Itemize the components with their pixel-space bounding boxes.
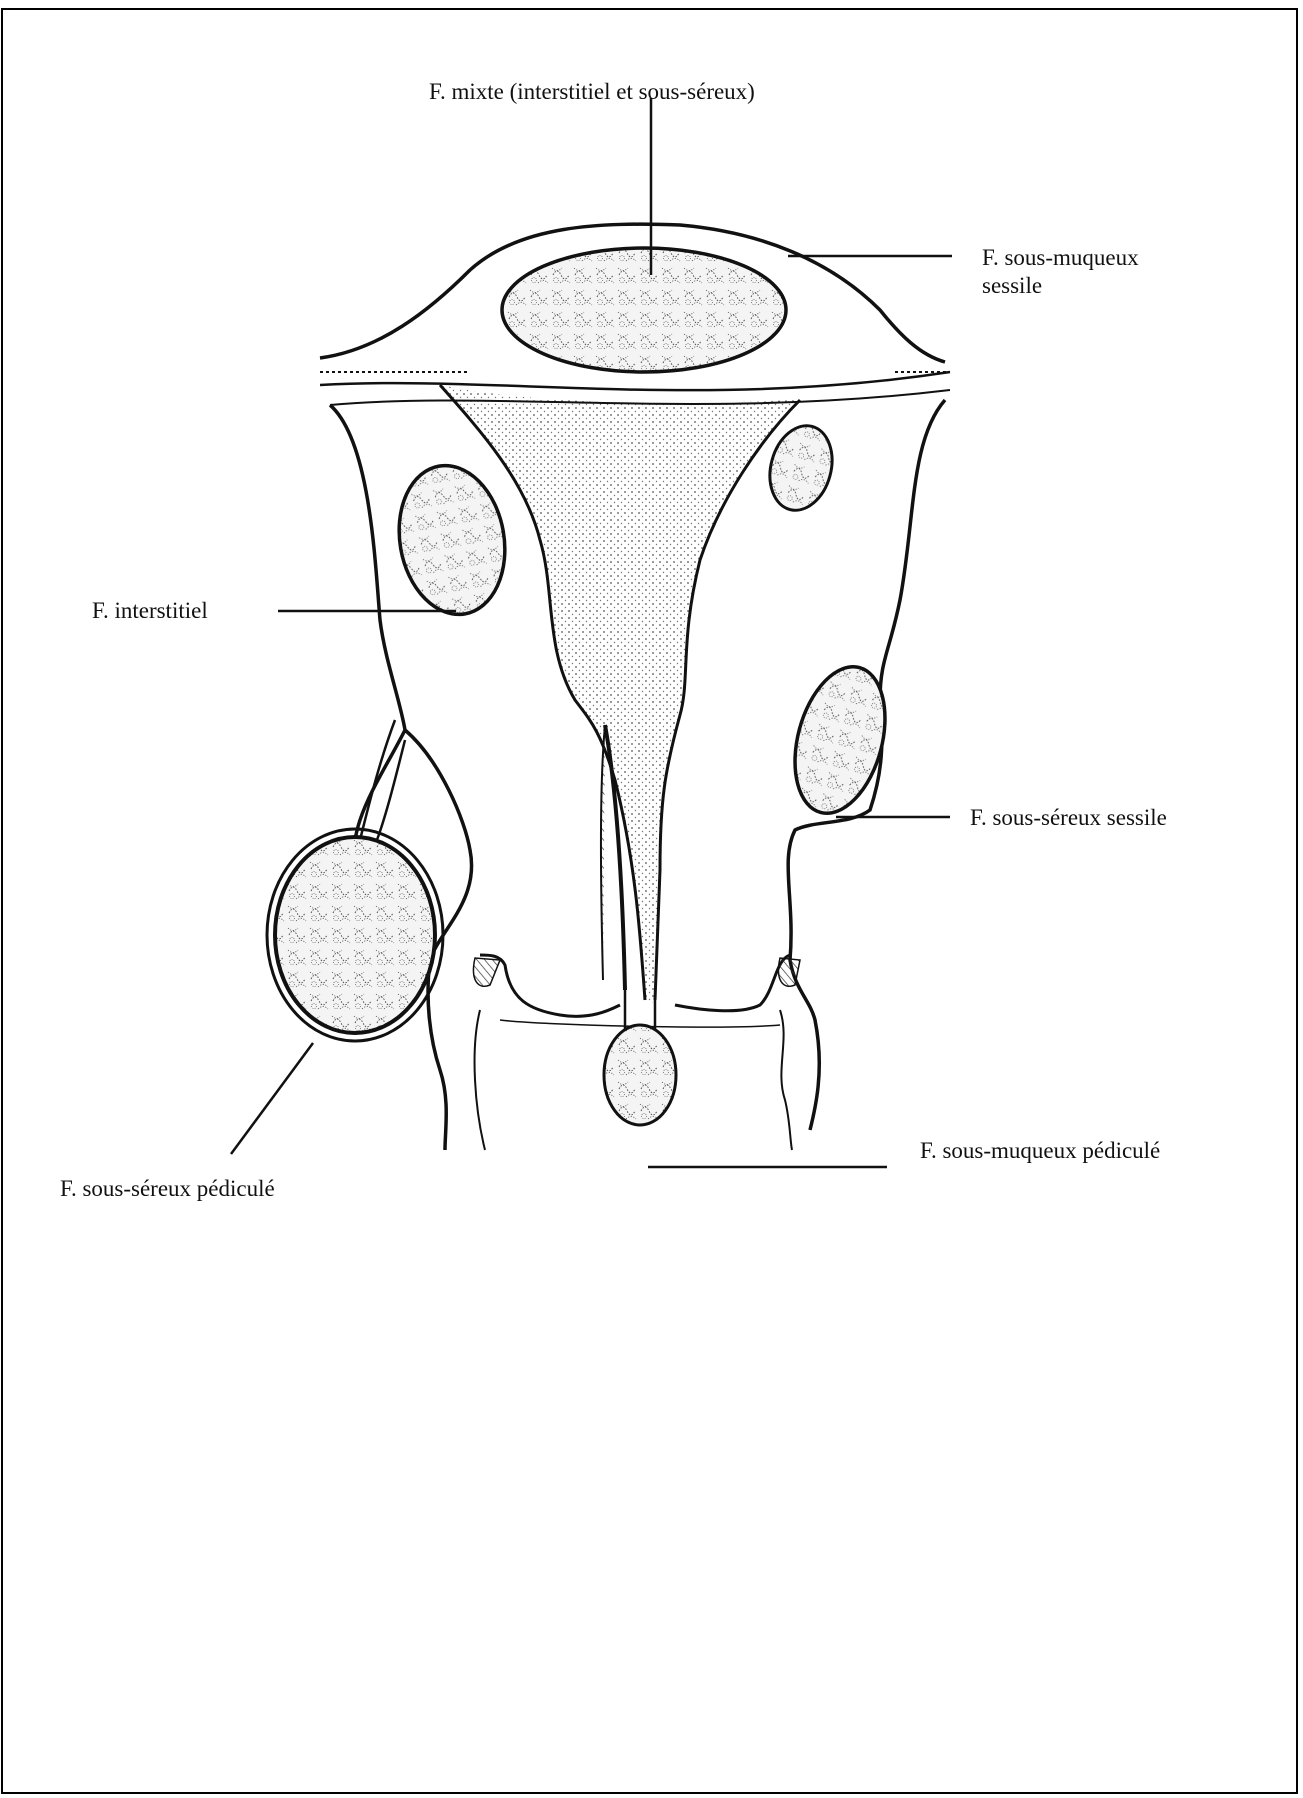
label-sous-muqueux-sessile: F. sous-muqueux sessile [982,244,1139,300]
label-sous-sereux-sessile: F. sous-séreux sessile [970,804,1167,832]
fibroid-sous-sereux-pedicule [275,837,435,1033]
label-sous-muqueux-sessile-line1: F. sous-muqueux [982,244,1139,272]
uterine-cavity [440,385,800,1005]
label-sous-muqueux-sessile-line2: sessile [982,272,1139,300]
fibroid-small-right [761,419,841,518]
label-interstitiel: F. interstitiel [92,597,208,625]
label-mixte: F. mixte (interstitiel et sous-séreux) [429,78,755,106]
fibroid-mixte [502,248,786,372]
fibroid-interstitiel [388,457,516,623]
leader-sous-sereux-pedicule [231,1043,313,1154]
label-sous-sereux-pedicule: F. sous-séreux pédiculé [60,1175,275,1203]
label-sous-muqueux-pedicule: F. sous-muqueux pédiculé [920,1137,1160,1165]
fibroid-sous-muqueux-pedicule [604,1025,676,1125]
vaginal-fornix [480,955,620,1016]
